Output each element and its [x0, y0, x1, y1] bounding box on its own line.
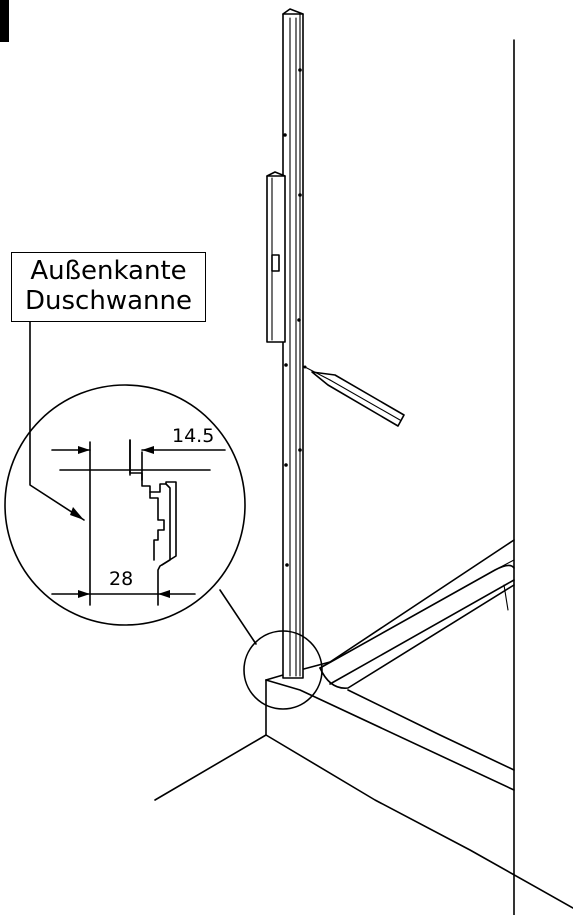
detail-view — [4, 321, 246, 626]
callout-label: Außenkante Duschwanne — [11, 252, 206, 322]
wall-profile — [282, 8, 304, 679]
detail-marker-circle — [243, 630, 323, 710]
floor-lines — [154, 734, 573, 909]
dimension-bottom: 28 — [109, 568, 134, 590]
dimension-top: 14.5 — [172, 425, 215, 447]
level-bracket — [266, 171, 286, 343]
callout-line-2: Duschwanne — [25, 286, 192, 316]
pencil — [302, 365, 405, 427]
corner-marker — [0, 0, 9, 42]
detail-leader — [219, 589, 257, 645]
callout-line-1: Außenkante — [30, 256, 187, 286]
